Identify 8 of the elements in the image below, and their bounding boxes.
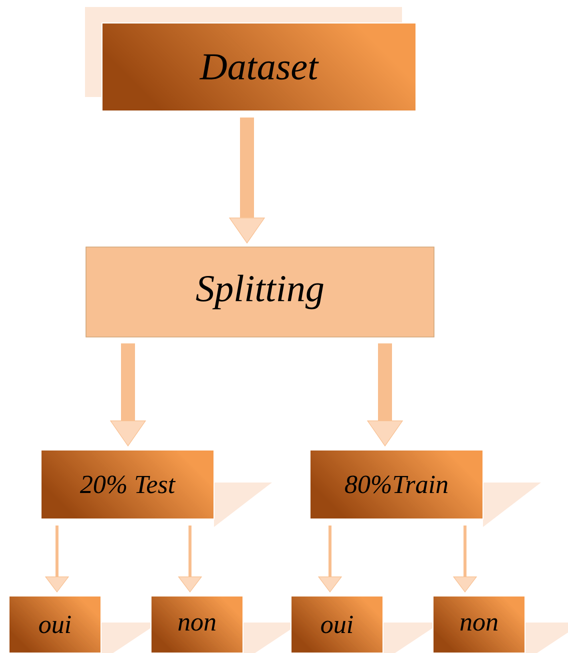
process-box: Dataset <box>102 22 416 112</box>
process-box: non <box>432 596 526 653</box>
process-box: oui <box>290 596 384 653</box>
process-box: 20% Test <box>40 450 214 520</box>
process-box: non <box>150 596 244 653</box>
process-box: oui <box>8 596 102 653</box>
process-box: Splitting <box>86 246 434 338</box>
process-box: 80%Train <box>310 450 484 520</box>
